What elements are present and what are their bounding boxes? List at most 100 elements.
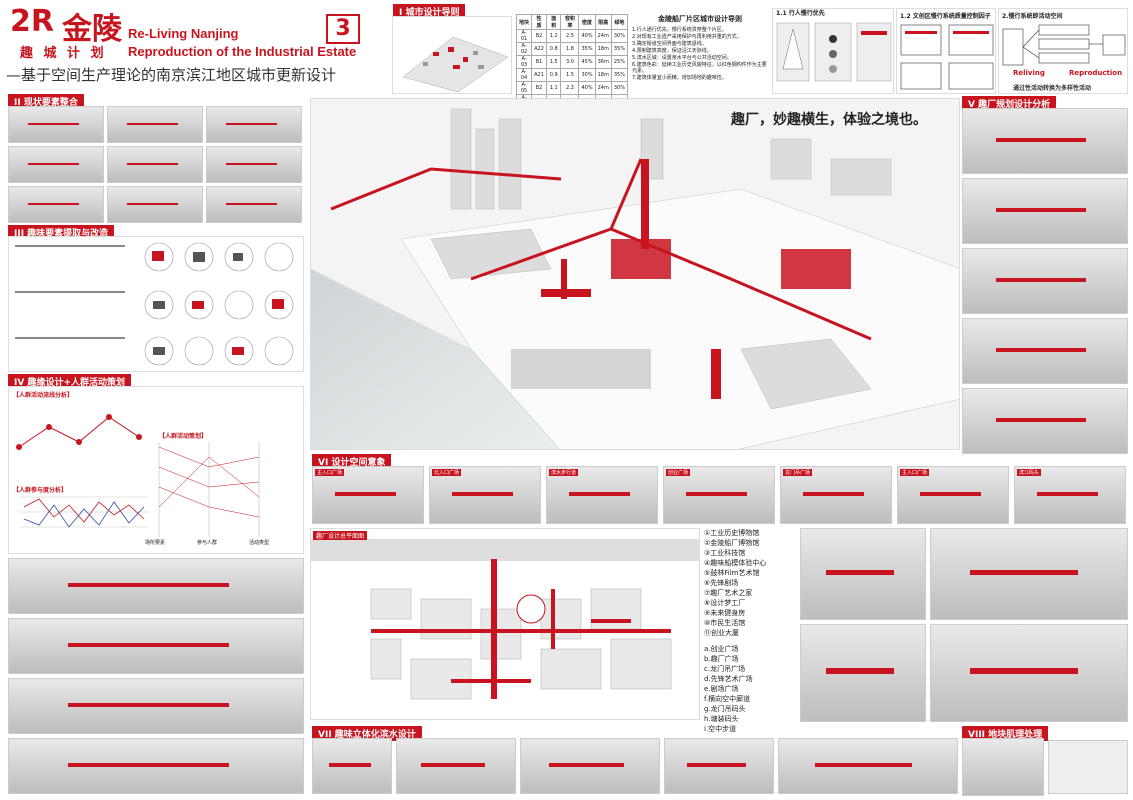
- table-cell: 25%: [610, 55, 629, 69]
- activity-flow-title: 【人群活动流线分析】: [13, 392, 74, 399]
- red-structure: [686, 492, 747, 496]
- brand-subtitle: 趣 城 计 划: [20, 46, 107, 61]
- activity-diagram: [16, 414, 260, 537]
- red-structure: [548, 763, 625, 767]
- legend-item: c.龙门吊广场: [704, 665, 746, 673]
- reproduction-label: Reproduction: [1069, 69, 1123, 77]
- legend-item: g.龙门吊码头: [704, 705, 746, 713]
- table-cell: A-05: [515, 81, 533, 95]
- table-cell: 30%: [610, 29, 629, 43]
- table-header: 地块: [515, 14, 533, 30]
- status-map-thumb: [107, 106, 203, 143]
- english-title-2: Reproduction of the Industrial Estate: [128, 44, 357, 59]
- table-cell: 1.5: [545, 55, 562, 69]
- planning-map: [962, 178, 1128, 244]
- texture-note: [1048, 740, 1128, 794]
- planning-map: [962, 318, 1128, 384]
- render-label: 主入口广场: [315, 469, 345, 476]
- table-cell: 1.5: [560, 68, 580, 82]
- conclusion-text: 通过性活动转换为多样性活动: [1013, 85, 1092, 92]
- quality-control-title: 1.2 文创区慢行系统质量控制因子: [900, 13, 991, 20]
- brand-title: 金陵: [62, 12, 122, 47]
- table-header: 密度: [578, 14, 596, 30]
- table-cell: B2: [531, 81, 547, 95]
- extract-diagram: [15, 242, 294, 366]
- red-structure: [814, 763, 913, 767]
- imagery-render: 主入口广场: [312, 466, 424, 524]
- table-cell: B1: [531, 55, 547, 69]
- guide-text: 金陵船厂片区城市设计导则 1.行人通行优先，慢行系统贯穿整个片区。2.对现有工业…: [632, 14, 768, 94]
- slogan: 趣厂，妙趣横生，体验之境也。: [731, 112, 927, 128]
- table-cell: A22: [531, 42, 547, 56]
- status-map-thumb: [107, 146, 203, 183]
- status-map-thumb: [206, 186, 302, 223]
- waterfront-section: [664, 738, 774, 794]
- master-plan-drawing: [311, 539, 699, 700]
- activity-axis-3: 活动类型: [249, 540, 270, 546]
- slow-system-title: 2.慢行系统即活动空间: [1002, 13, 1063, 20]
- page-subtitle: —基于空间生产理论的南京滨江地区城市更新设计: [6, 66, 337, 84]
- table-cell: 30%: [610, 81, 629, 95]
- legend-item: ⑦趣厂艺术之家: [704, 589, 753, 597]
- table-cell: 18m: [594, 42, 612, 56]
- activity-axis-1: 场所要素: [145, 540, 166, 546]
- render-label: 主入口广场: [900, 469, 930, 476]
- section-title-activity: IV 趣缘设计+人群活动策划: [8, 374, 131, 389]
- legend-item: ⑪创业大厦: [704, 629, 739, 637]
- waterfront-section: [312, 738, 392, 794]
- imagery-render: 滨水步行道: [546, 466, 658, 524]
- section-title-guide: I 城市设计导则: [393, 4, 466, 19]
- guide-line: 2.对现有工业遗产采用保护与再利用并重的方式。: [632, 34, 742, 40]
- guide-line: 3.确定街道空间界面与建筑退线。: [632, 41, 707, 47]
- master-plan-title: 趣厂设计总平面图: [313, 531, 368, 540]
- red-structure: [995, 207, 1086, 212]
- legend-item: ②金陵船厂博物馆: [704, 539, 760, 547]
- texture-render: [962, 738, 1044, 796]
- planning-map: [962, 388, 1128, 454]
- legend-item: ⑤鼓林Film艺术馆: [704, 569, 760, 577]
- red-structure: [328, 763, 372, 767]
- table-header: 性质: [531, 14, 547, 30]
- table-cell: 1.2: [545, 29, 562, 43]
- red-structure: [995, 137, 1086, 142]
- status-map-thumb: [8, 186, 104, 223]
- brand-number: 2R: [10, 4, 54, 39]
- render-label: 龙门吊广场: [783, 469, 813, 476]
- reliving-label: Reliving: [1013, 69, 1045, 77]
- section-title-imagery: VI 设计空间意象: [312, 454, 392, 469]
- guide-line: 1.行人通行优先，慢行系统贯穿整个片区。: [632, 27, 727, 33]
- red-structure: [825, 668, 894, 674]
- red-structure: [335, 492, 396, 496]
- planning-map: [962, 108, 1128, 174]
- waterfront-section: [778, 738, 958, 794]
- red-structure: [27, 122, 80, 125]
- section-title-waterfront: VII 趣味立体化滨水设计: [312, 726, 422, 741]
- legend-item: ④趣味船模体验中心: [704, 559, 767, 567]
- legend-item: f.横向空中廊道: [704, 695, 751, 703]
- legend-item: h.塘装码头: [704, 715, 739, 723]
- red-structure: [803, 492, 864, 496]
- left-render: [8, 678, 304, 734]
- legend-item: ③工业科技馆: [704, 549, 746, 557]
- red-structure: [995, 347, 1086, 352]
- red-structure: [126, 122, 179, 125]
- table-cell: 2.5: [560, 29, 580, 43]
- legend-item: a.创业广场: [704, 645, 739, 653]
- guide-title: 金陵船厂片区城市设计导则: [658, 15, 742, 23]
- table-cell: 30%: [578, 68, 596, 82]
- table-cell: A-03: [515, 55, 533, 69]
- red-structure: [452, 492, 513, 496]
- main-axon-drawing: [311, 108, 959, 449]
- status-map-thumb: [206, 106, 302, 143]
- red-structure: [920, 492, 981, 496]
- red-structure: [225, 162, 278, 165]
- table-cell: 1.1: [545, 81, 562, 95]
- extract-panel: [8, 236, 304, 372]
- legend-item: d.先锋艺术广场: [704, 675, 753, 683]
